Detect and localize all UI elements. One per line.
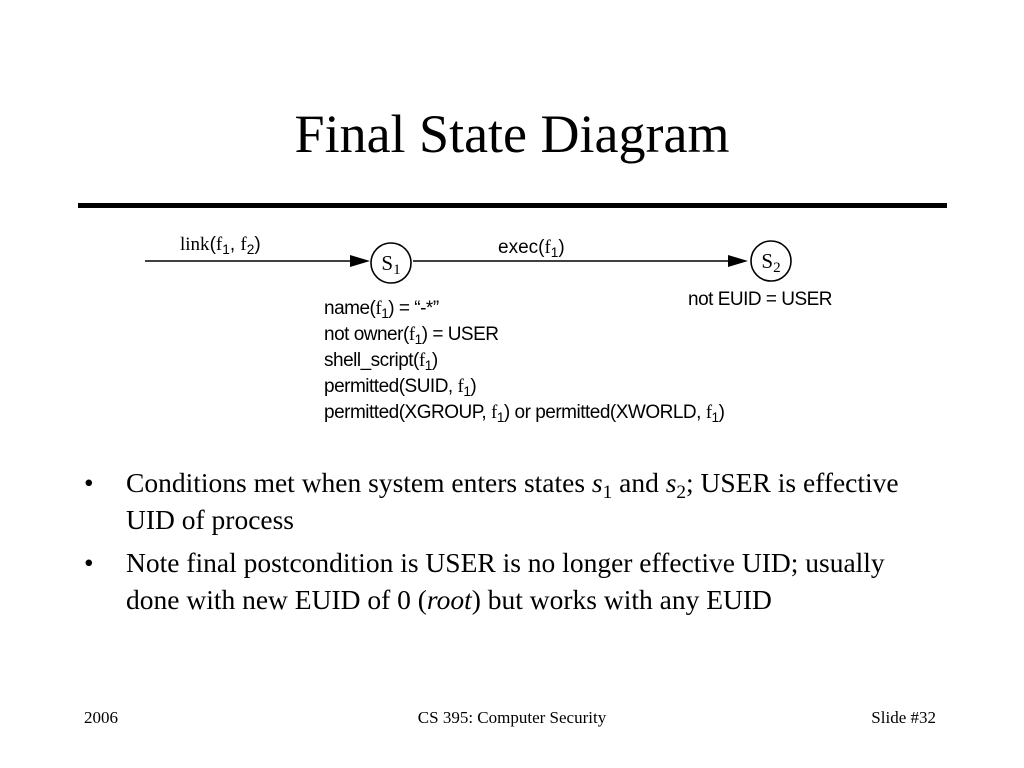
- state-letter: S: [381, 251, 394, 275]
- paren: ): [558, 237, 565, 258]
- condition-text: ): [431, 350, 438, 371]
- bullet-text: Note final postcondition is USER is no l…: [126, 547, 885, 615]
- arg-index: 1: [496, 409, 505, 425]
- bullet-text: ; USER is effective UID of process: [126, 467, 899, 535]
- title-divider: [78, 203, 947, 208]
- bullet-item: • Note final postcondition is USER is no…: [84, 544, 944, 618]
- edge-label-link-fn: link: [180, 234, 210, 255]
- arg-f: f: [375, 298, 382, 319]
- arg-f: f: [544, 237, 551, 258]
- footer-course: CS 395: Computer Security: [417, 708, 607, 727]
- arg-f: f: [408, 324, 415, 345]
- arg-f: f: [457, 376, 464, 397]
- s2-condition: not EUID = USER: [688, 289, 833, 310]
- bullet-list: • Conditions met when system enters stat…: [84, 464, 944, 624]
- arg-f: f: [215, 234, 223, 255]
- arg-index: 1: [711, 409, 720, 425]
- state-index: 1: [393, 262, 401, 279]
- condition-text: shell_script(: [324, 350, 419, 371]
- bullet-item: • Conditions met when system enters stat…: [84, 464, 944, 538]
- edge-label-exec-fn: exec: [498, 237, 539, 258]
- arg-index: 2: [246, 241, 255, 257]
- edge-start-to-s1-arrowhead: [350, 255, 370, 267]
- condition-text: ) or permitted(XWORLD,: [503, 402, 706, 423]
- state-s1-label: S1: [371, 251, 411, 279]
- arg-index: 1: [463, 383, 471, 399]
- condition-text: ) = USER: [421, 324, 499, 345]
- state-s2-label: S2: [751, 249, 791, 277]
- paren: (: [538, 237, 545, 258]
- arg-index: 1: [424, 357, 433, 373]
- bullet-text: ) but works with any EUID: [471, 584, 772, 615]
- condition-text: ): [718, 402, 725, 423]
- state-variable: s: [665, 467, 677, 498]
- condition-text: ) = “-*”: [388, 298, 439, 319]
- condition-text: permitted(SUID,: [324, 376, 458, 397]
- state-letter: S: [761, 249, 774, 273]
- arg-index: 1: [381, 305, 389, 321]
- arg-index: 1: [550, 244, 559, 260]
- state-variable-index: 1: [602, 481, 613, 503]
- footer-slide-number: Slide #32: [871, 708, 936, 727]
- bullet-glyph: •: [84, 467, 94, 498]
- state-index: 2: [773, 260, 781, 277]
- arg-f: f: [240, 234, 247, 255]
- bullet-text: and: [612, 467, 666, 498]
- arg-index: 1: [222, 241, 230, 257]
- state-s2-circle: [750, 240, 792, 282]
- paren: ): [254, 234, 261, 255]
- s1-condition-line: shell_script(f1): [324, 350, 438, 372]
- condition-text: ): [470, 376, 477, 397]
- edge-s1-to-s2-arrowhead: [728, 255, 748, 267]
- state-s1-circle: [370, 242, 412, 284]
- state-diagram: [145, 240, 792, 284]
- edge-label-exec: exec(f1): [498, 237, 565, 259]
- comma: ,: [229, 234, 241, 255]
- edge-label-link: link(f1, f2): [180, 234, 261, 256]
- arg-f: f: [705, 402, 712, 423]
- s1-condition-line: permitted(SUID, f1): [324, 376, 477, 399]
- condition-text: not owner(: [324, 324, 409, 345]
- condition-text: permitted(XGROUP,: [324, 402, 491, 423]
- condition-text: name(: [324, 298, 376, 319]
- s1-condition-line: not owner(f1) = USER: [324, 324, 499, 346]
- arg-index: 1: [414, 331, 423, 347]
- bullet-glyph: •: [84, 547, 94, 578]
- state-variable: s: [591, 467, 603, 498]
- emphasis-text: root: [426, 584, 472, 615]
- s1-condition-line: permitted(XGROUP, f1) or permitted(XWORL…: [324, 402, 725, 425]
- arg-f: f: [418, 350, 425, 371]
- footer-year: 2006: [84, 708, 118, 727]
- slide-title: Final State Diagram: [294, 104, 730, 164]
- s1-condition-line: name(f1) = “-*”: [324, 298, 439, 320]
- arg-f: f: [490, 402, 497, 423]
- paren: (: [209, 234, 216, 255]
- state-variable-index: 2: [676, 481, 687, 503]
- bullet-text: Conditions met when system enters states: [126, 467, 592, 498]
